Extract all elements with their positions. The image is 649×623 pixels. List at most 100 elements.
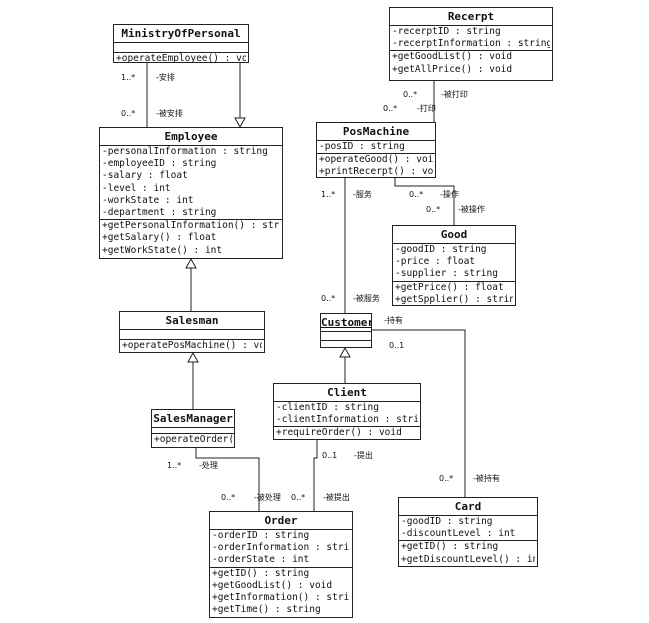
- class-pos-machine[interactable]: PosMachine -posID : string +operateGood(…: [316, 122, 436, 178]
- class-sales-manager[interactable]: SalesManager +operateOrder(): [151, 409, 235, 448]
- multiplicity-label: 0..*: [321, 294, 336, 303]
- operation-section: [321, 341, 371, 349]
- operation-section: +getID() : string +getDiscountLevel() : …: [399, 541, 537, 565]
- attribute-section: -posID : string: [317, 141, 435, 155]
- class-name: SalesManager: [152, 410, 234, 428]
- attribute-section: [120, 330, 264, 340]
- operation: +getPersonalInformation() : string: [102, 220, 280, 232]
- role-label: -被服务: [353, 294, 380, 303]
- class-name: PosMachine: [317, 123, 435, 141]
- attribute: -clientInformation : string: [276, 414, 418, 426]
- operation: +getWorkState() : int: [102, 244, 223, 256]
- role-label: -提出: [354, 451, 373, 460]
- attribute-section: -goodID : string -discountLevel : int: [399, 516, 537, 542]
- class-name: Customer: [321, 314, 371, 332]
- attribute: -discountLevel : int: [401, 528, 516, 540]
- triangle-employee-arrow: [234, 117, 246, 129]
- role-label: -安排: [156, 73, 175, 82]
- class-name: Client: [274, 384, 420, 402]
- attribute: -supplier : string: [395, 268, 498, 280]
- multiplicity-label: 0..*: [403, 90, 418, 99]
- class-employee[interactable]: Employee -personalInformation : string -…: [99, 127, 283, 259]
- operation-section: +operateOrder(): [152, 434, 234, 446]
- attribute: -personalInformation : string: [102, 146, 268, 157]
- attribute: -recerptID : string: [392, 26, 501, 37]
- class-name: Order: [210, 512, 352, 530]
- class-order[interactable]: Order -orderID : string -orderInformatio…: [209, 511, 353, 618]
- operation: +getID() : string: [401, 541, 499, 553]
- operation-section: +operateGood() : void +printRecerpt() : …: [317, 154, 435, 178]
- multiplicity-label: 0..*: [439, 474, 454, 483]
- class-good[interactable]: Good -goodID : string -price : float -su…: [392, 225, 516, 306]
- attribute: -employeeID : string: [102, 158, 217, 170]
- class-customer[interactable]: Customer: [320, 313, 372, 348]
- attribute: -orderState : int: [212, 554, 310, 566]
- multiplicity-label: 0..*: [291, 493, 306, 502]
- class-recerpt[interactable]: Recerpt -recerptID : string -recerptInfo…: [389, 7, 553, 81]
- assoc-customer-card: [372, 329, 466, 497]
- multiplicity-label: 0..*: [121, 109, 136, 118]
- attribute-section: -personalInformation : string -employeeI…: [100, 146, 282, 221]
- role-label: -被处理: [254, 493, 281, 502]
- operation-section: +operatePosMachine() : void: [120, 340, 264, 352]
- role-label: -处理: [199, 461, 218, 470]
- operation: +getGoodList() : void: [392, 51, 513, 63]
- role-label: -操作: [440, 190, 459, 199]
- triangle-employee-gen: [185, 257, 197, 269]
- operation: +operatePosMachine() : void: [122, 340, 262, 351]
- role-label: -被提出: [323, 493, 350, 502]
- multiplicity-label: 0..1: [322, 451, 338, 460]
- attribute: -salary : float: [102, 170, 188, 182]
- operation: +requireOrder() : void: [276, 427, 402, 439]
- role-label: -被打印: [441, 90, 468, 99]
- multiplicity-label: 0..*: [221, 493, 236, 502]
- class-name: Recerpt: [390, 8, 552, 26]
- role-label: -持有: [384, 316, 403, 325]
- attribute: -goodID : string: [395, 244, 487, 255]
- operation-section: +getGoodList() : void +getAllPrice() : v…: [390, 51, 552, 75]
- class-client[interactable]: Client -clientID : string -clientInforma…: [273, 383, 421, 440]
- assoc-posmachine-good: [394, 178, 455, 225]
- multiplicity-label: 0..*: [409, 190, 424, 199]
- multiplicity-label: 0..1: [389, 341, 405, 350]
- operation: +getGoodList() : void: [212, 579, 333, 591]
- operation: +getAllPrice() : void: [392, 63, 513, 75]
- operation: +operateEmployee() : void: [116, 53, 246, 64]
- attribute-section: [152, 428, 234, 434]
- operation: +getSalary() : float: [102, 232, 217, 244]
- operation: +getPrice() : float: [395, 281, 504, 293]
- multiplicity-label: 1..*: [167, 461, 182, 470]
- attribute: -department : string: [102, 207, 217, 219]
- attribute-section: -goodID : string -price : float -supplie…: [393, 244, 515, 282]
- class-name: Good: [393, 226, 515, 244]
- multiplicity-label: 0..*: [383, 104, 398, 113]
- attribute: -goodID : string: [401, 516, 493, 527]
- attribute-section: [321, 332, 371, 341]
- attribute: -level : int: [102, 182, 171, 194]
- attribute: -posID : string: [319, 141, 405, 152]
- multiplicity-label: 1..*: [321, 190, 336, 199]
- role-label: -服务: [353, 190, 372, 199]
- attribute: -recerptInformation : string: [392, 38, 550, 50]
- attribute: -workState : int: [102, 194, 194, 206]
- role-label: -被持有: [473, 474, 500, 483]
- attribute-section: [114, 43, 248, 53]
- operation: +printRecerpt() : void: [319, 166, 433, 178]
- triangle-customer-gen: [339, 346, 351, 358]
- multiplicity-label: 0..*: [426, 205, 441, 214]
- operation: +getInformation() : string: [212, 592, 350, 604]
- class-salesman[interactable]: Salesman +operatePosMachine() : void: [119, 311, 265, 353]
- operation: +getSpplier() : string: [395, 293, 513, 305]
- attribute: -orderID : string: [212, 530, 310, 541]
- attribute: -orderInformation : string: [212, 542, 350, 554]
- class-card[interactable]: Card -goodID : string -discountLevel : i…: [398, 497, 538, 567]
- multiplicity-label: 1..*: [121, 73, 136, 82]
- assoc-client-order: [313, 440, 318, 511]
- attribute-section: -recerptID : string -recerptInformation …: [390, 26, 552, 52]
- class-ministry-of-personal[interactable]: MinistryOfPersonal +operateEmployee() : …: [113, 24, 249, 64]
- operation-section: +getPersonalInformation() : string +getS…: [100, 220, 282, 257]
- assoc-salesmanager-order: [195, 448, 260, 511]
- operation-section: +requireOrder() : void: [274, 427, 420, 439]
- attribute: -price : float: [395, 256, 476, 268]
- operation: +getDiscountLevel() : int: [401, 553, 535, 565]
